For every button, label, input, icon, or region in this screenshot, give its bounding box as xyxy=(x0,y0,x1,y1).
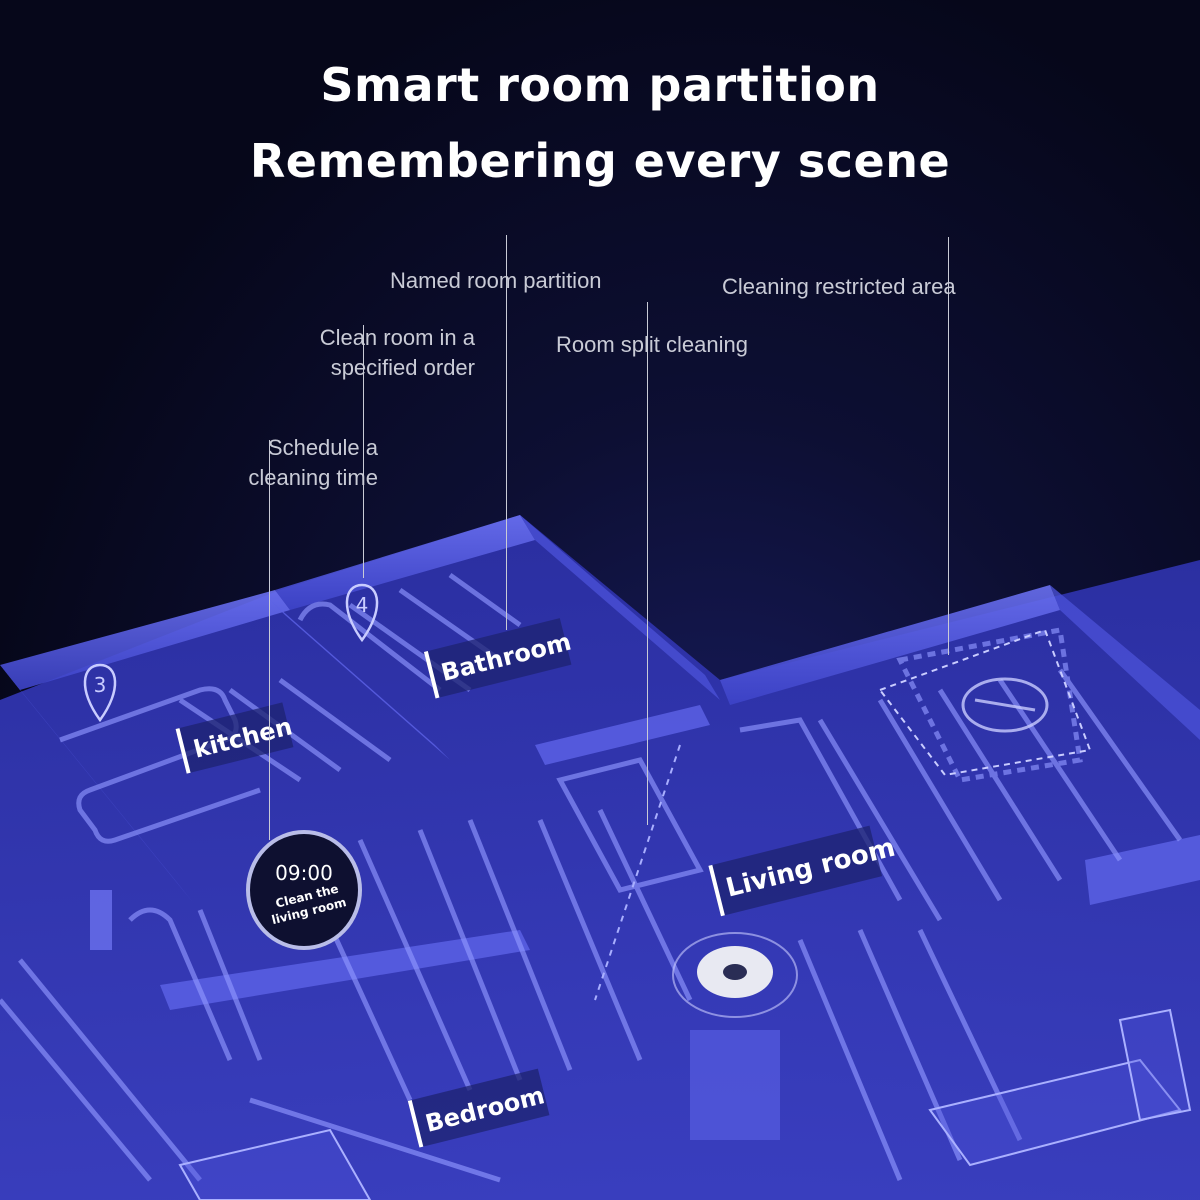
living-side-wall xyxy=(1050,585,1200,740)
callout-line-room-split xyxy=(647,302,648,825)
inner-wall-2 xyxy=(535,705,710,765)
kitchen-order-marker: 3 xyxy=(83,663,117,723)
door-post-1 xyxy=(90,890,112,950)
no-entry-icon xyxy=(961,677,1049,733)
callout-line-schedule xyxy=(269,440,270,840)
robot-vacuum-icon xyxy=(672,932,798,1018)
callout-schedule-line-1: Schedule a xyxy=(267,435,378,460)
callout-cleaning-restricted-area: Cleaning restricted area xyxy=(722,274,956,299)
callout-schedule: Schedule a cleaning time xyxy=(200,433,378,493)
callout-schedule-line-2: cleaning time xyxy=(248,465,378,490)
bathroom-order-marker: 4 xyxy=(345,583,379,643)
callout-line-clean-order xyxy=(363,325,364,578)
split-line xyxy=(594,744,681,1001)
cleaning-path xyxy=(0,572,1183,1183)
kitchen-wall xyxy=(0,590,290,690)
inner-wall-3 xyxy=(160,930,530,1010)
headline-line-1: Smart room partition xyxy=(320,58,880,112)
bed-outline xyxy=(928,1008,1192,1167)
callout-clean-order-line-1: Clean room in a xyxy=(319,325,475,350)
living-wall xyxy=(720,585,1060,705)
headline-line-2: Remembering every scene xyxy=(249,134,951,188)
callout-line-named-partition xyxy=(506,235,507,630)
bathroom-wall xyxy=(275,515,535,610)
callout-named-room-partition: Named room partition xyxy=(390,268,602,293)
callout-clean-order-line-2: specified order xyxy=(330,355,475,380)
inner-wall-4 xyxy=(1085,835,1200,905)
schedule-time: 09:00 xyxy=(275,861,333,885)
tag-kitchen: kitchen xyxy=(175,702,295,774)
restricted-zone xyxy=(878,628,1092,777)
callout-room-split-cleaning: Room split cleaning xyxy=(556,332,748,357)
bathroom-order-number: 4 xyxy=(356,593,369,617)
kitchen-order-number: 3 xyxy=(94,673,107,697)
sofa-block xyxy=(690,1030,780,1140)
callout-line-restricted-area xyxy=(948,237,949,655)
bathroom-side-wall xyxy=(520,515,720,700)
schedule-badge: 09:00 Clean the living room xyxy=(246,830,362,950)
callout-clean-order: Clean room in a specified order xyxy=(240,323,475,383)
inner-wall-1 xyxy=(270,600,450,760)
chair-outline xyxy=(178,1128,372,1200)
no-entry-bar xyxy=(974,698,1036,712)
